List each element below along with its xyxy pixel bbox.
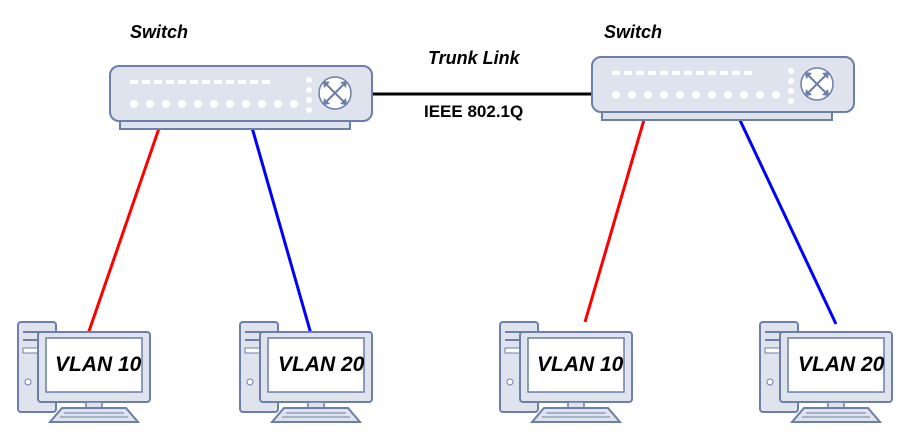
vlan10-link-right: [583, 81, 657, 323]
host-vlan10-left: VLAN 10: [17, 321, 151, 423]
host-label: VLAN 20: [278, 353, 365, 376]
switch-label-left: Switch: [130, 22, 188, 42]
host-label: VLAN 10: [537, 353, 624, 376]
host-vlan20-right: VLAN 20: [759, 321, 893, 423]
switch-left: [109, 65, 373, 130]
switch-icon: [591, 56, 855, 121]
switch-right: [591, 56, 855, 121]
switch-label-right: Switch: [604, 22, 662, 42]
trunk-protocol-label: IEEE 802.1Q: [424, 102, 523, 121]
host-label: VLAN 10: [55, 353, 142, 376]
vlan20-link-right: [720, 81, 838, 325]
host-vlan20-left: VLAN 20: [239, 321, 373, 423]
host-label: VLAN 20: [798, 353, 885, 376]
host-vlan10-right: VLAN 10: [499, 321, 633, 423]
switch-icon: [109, 65, 373, 130]
trunk-label: Trunk Link: [428, 48, 521, 68]
